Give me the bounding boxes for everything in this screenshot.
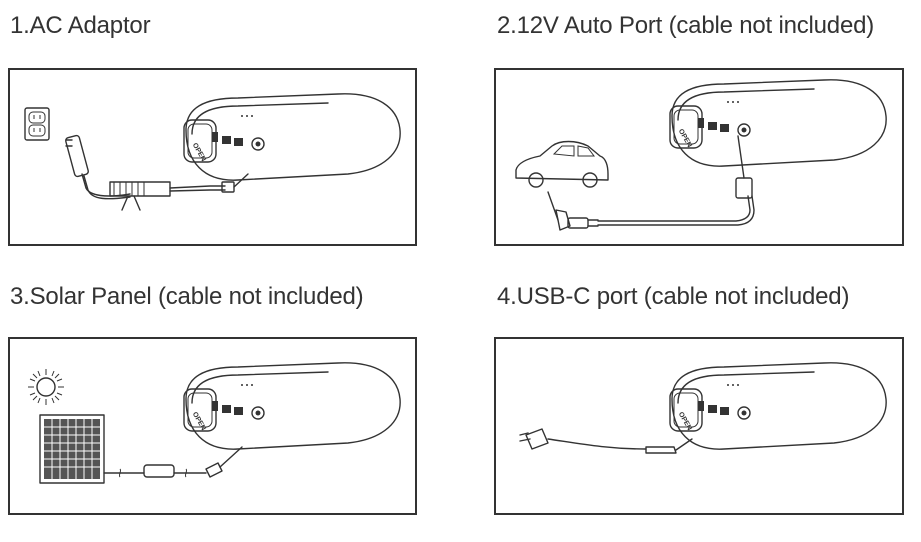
power-bank-device: OPEN: [183, 93, 401, 181]
car-charger-cable: [547, 135, 755, 231]
panel-ac-adaptor: OPEN: [8, 68, 417, 246]
sun-icon: [28, 369, 64, 405]
section-title-usb-c-port: 4.USB-C port (cable not included): [497, 283, 850, 310]
wall-outlet-icon: [24, 107, 50, 141]
solar-panel-icon: [39, 414, 105, 484]
usb-c-cable: [645, 438, 693, 454]
solar-cable: [103, 446, 243, 478]
panel-12v-auto-port: OPEN: [494, 68, 904, 246]
section-title-12v-auto-port: 2.12V Auto Port (cable not included): [497, 12, 875, 39]
coiled-cable: [109, 173, 249, 211]
power-bank-device: OPEN: [183, 362, 401, 450]
section-title-solar-panel: 3.Solar Panel (cable not included): [10, 283, 364, 310]
panel-solar-panel: OPEN: [8, 337, 417, 515]
power-bank-device: OPEN: [669, 79, 887, 167]
section-title-ac-adaptor: 1.AC Adaptor: [10, 12, 151, 39]
usb-c-charger-icon: [519, 428, 647, 450]
power-bank-device: OPEN: [669, 362, 887, 450]
ac-adaptor-icon: [65, 134, 131, 200]
panel-usb-c-port: OPEN: [494, 337, 904, 515]
car-icon: [515, 140, 609, 188]
